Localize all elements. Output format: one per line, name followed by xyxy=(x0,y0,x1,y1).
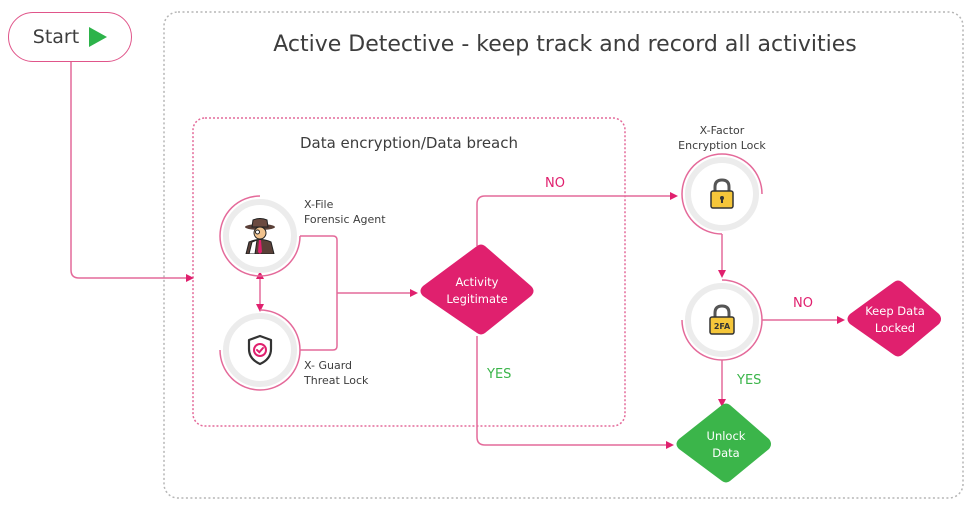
keep-data-locked-node[interactable]: Keep Data Locked xyxy=(845,303,945,337)
encryption-lock-label: X-Factor Encryption Lock xyxy=(662,123,782,153)
twofa-no-label: NO xyxy=(793,296,813,311)
forensic-agent-node[interactable] xyxy=(223,199,297,273)
activity-no-label: NO xyxy=(545,176,565,191)
encryption-lock-node[interactable] xyxy=(685,157,759,231)
edge-activity-no xyxy=(476,192,678,246)
keep-locked-diamond-shape xyxy=(847,280,941,357)
edge-bracket xyxy=(300,235,338,351)
outer-frame xyxy=(163,11,964,499)
guard-ring xyxy=(219,309,301,391)
forensic-agent-line2: Forensic Agent xyxy=(304,213,386,226)
lock-ring xyxy=(681,153,763,235)
twofa-badge: 2FA xyxy=(714,322,731,331)
detective-icon xyxy=(245,218,275,254)
threat-lock-label: X- Guard Threat Lock xyxy=(304,358,368,388)
encryption-lock-line1: X-Factor xyxy=(699,124,745,137)
keep-locked-line2: Locked xyxy=(874,321,916,335)
play-icon xyxy=(89,27,108,47)
threat-lock-line1: X- Guard xyxy=(304,359,353,372)
diagram-title: Active Detective - keep track and record… xyxy=(273,32,857,57)
activity-yes-label: YES xyxy=(487,367,512,382)
shield-check-icon xyxy=(247,334,273,366)
forensic-agent-line1: X-File xyxy=(304,198,334,211)
threat-lock-node[interactable] xyxy=(223,313,297,387)
unlock-diamond-shape xyxy=(676,403,771,483)
group-title: Data encryption/Data breach xyxy=(299,134,519,152)
keep-locked-line1: Keep Data xyxy=(865,304,925,318)
start-label: Start xyxy=(32,26,80,48)
threat-lock-line2: Threat Lock xyxy=(304,374,369,387)
unlock-data-node[interactable]: Unlock Data xyxy=(676,428,776,462)
twofa-yes-label: YES xyxy=(737,373,762,388)
activity-legitimate-node[interactable]: Activity Legitimate xyxy=(418,274,536,308)
activity-diamond-shape xyxy=(420,244,534,335)
twofa-ring xyxy=(681,279,763,361)
padlock-icon xyxy=(710,178,734,209)
agent-ring xyxy=(219,195,301,277)
activity-line1: Activity xyxy=(455,275,499,289)
edge-start-to-group xyxy=(70,62,194,282)
unlock-line2: Data xyxy=(712,446,740,460)
group-frame xyxy=(192,117,626,427)
edge-activity-yes xyxy=(476,336,674,449)
encryption-lock-line2: Encryption Lock xyxy=(678,139,766,152)
start-button[interactable]: Start xyxy=(8,12,132,62)
padlock-2fa-icon: 2FA xyxy=(709,304,735,335)
unlock-line1: Unlock xyxy=(706,429,746,443)
activity-line2: Legitimate xyxy=(446,292,508,306)
two-factor-node[interactable]: 2FA xyxy=(685,283,759,357)
forensic-agent-label: X-File Forensic Agent xyxy=(304,197,386,227)
